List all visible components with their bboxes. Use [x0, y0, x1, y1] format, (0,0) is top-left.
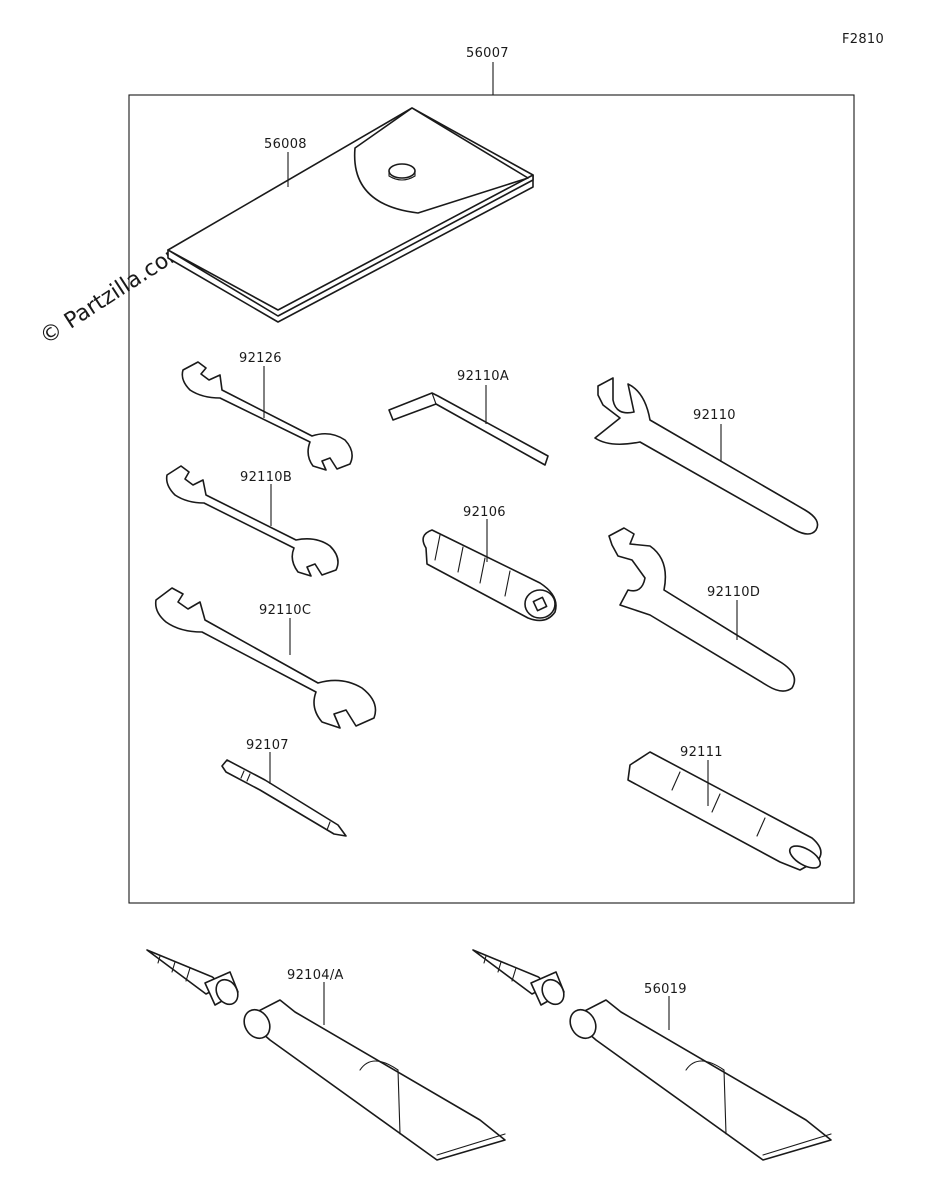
wrench-92110C[interactable]	[154, 587, 377, 729]
label-92104A[interactable]: 92104/A	[287, 968, 344, 983]
figure-code: F2810	[842, 32, 884, 47]
wrench-92126[interactable]	[181, 361, 353, 471]
label-56008[interactable]: 56008	[264, 137, 307, 152]
label-92110D[interactable]: 92110D	[707, 585, 760, 600]
tube-92104A[interactable]	[146, 949, 506, 1161]
label-92107[interactable]: 92107	[246, 738, 289, 753]
label-92110A[interactable]: 92110A	[457, 369, 509, 384]
socket-92106[interactable]	[422, 529, 557, 622]
label-92111[interactable]: 92111	[680, 745, 723, 760]
label-56019[interactable]: 56019	[644, 982, 687, 997]
spanner-92110[interactable]	[594, 377, 819, 535]
label-92110B[interactable]: 92110B	[240, 470, 292, 485]
label-92126[interactable]: 92126	[239, 351, 282, 366]
hex-key-92110A[interactable]	[388, 392, 549, 466]
handle-92111[interactable]	[627, 751, 824, 872]
label-92106[interactable]: 92106	[463, 505, 506, 520]
kit-frame	[128, 62, 855, 904]
label-92110[interactable]: 92110	[693, 408, 736, 423]
wrench-92110B[interactable]	[165, 465, 339, 577]
kit-part-number[interactable]: 56007	[466, 46, 509, 61]
screwdriver-92107[interactable]	[221, 759, 347, 837]
tool-case[interactable]	[167, 107, 534, 323]
tube-56019[interactable]	[472, 949, 832, 1161]
spanner-92110D[interactable]	[608, 527, 796, 692]
label-92110C[interactable]: 92110C	[259, 603, 311, 618]
